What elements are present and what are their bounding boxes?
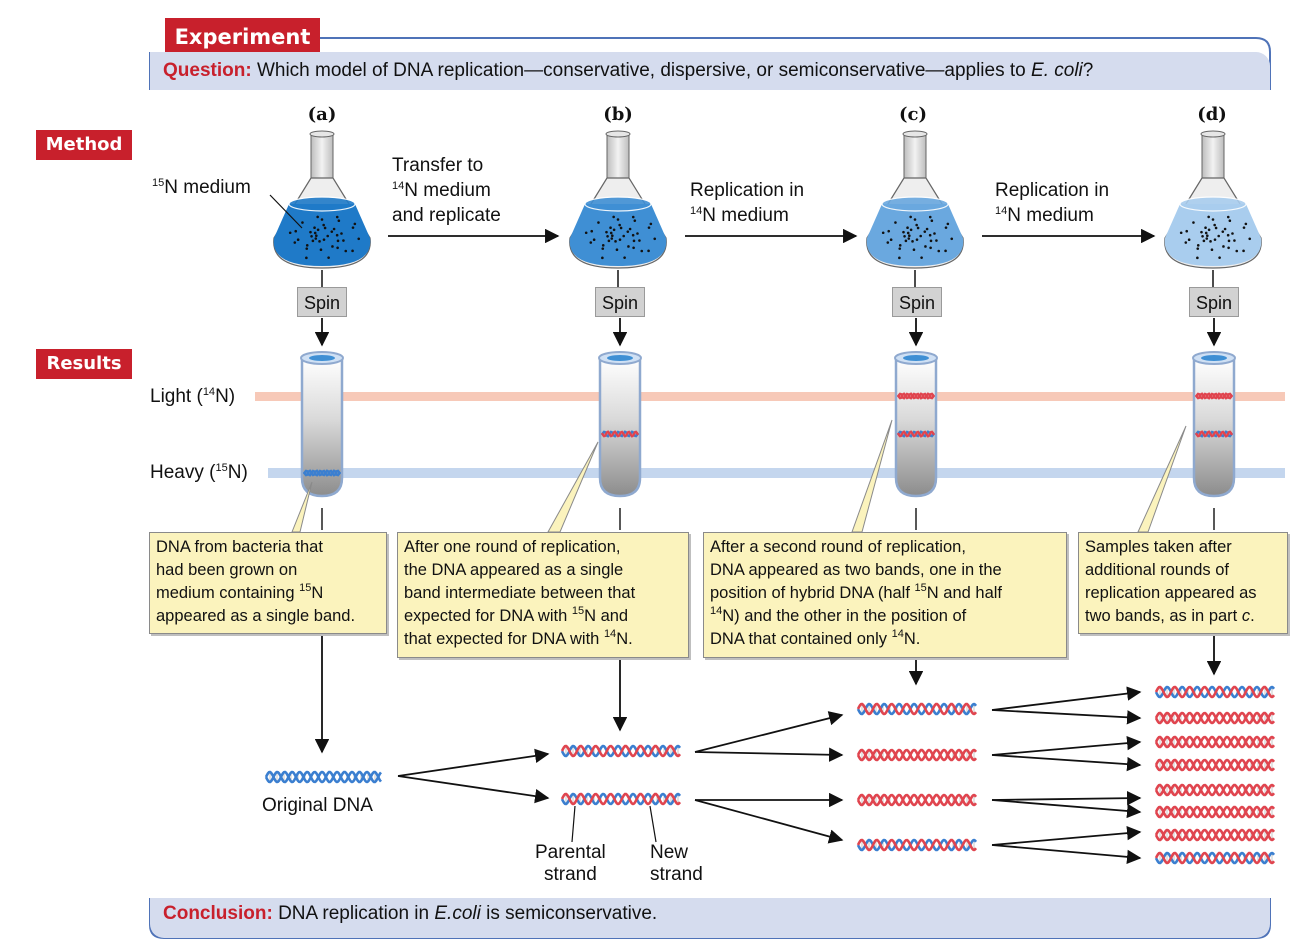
callout-c: After a second round of replication, DNA…	[703, 532, 1067, 658]
spin-box-b: Spin	[595, 287, 645, 317]
branch-b1-1	[694, 711, 844, 753]
panel-letter-a: (a)	[307, 104, 337, 125]
flask-a	[273, 130, 371, 287]
method-tag: Method	[36, 130, 132, 160]
branch-orig-2	[397, 775, 550, 804]
method-label: Method	[45, 134, 123, 155]
panel-letter-b: (b)	[603, 104, 633, 125]
transfer-label: Transfer to 14N medium and replicate	[392, 155, 501, 226]
gen2-helix-4	[856, 838, 978, 852]
callout-d: Samples taken after additional rounds of…	[1078, 532, 1288, 634]
branch-c1-1	[991, 754, 1142, 772]
replication-label-2: Replication in 14N medium	[995, 180, 1110, 226]
tube-d	[1192, 351, 1236, 498]
flask-c	[866, 130, 964, 287]
flask-b	[569, 130, 667, 287]
branch-c2-0	[991, 790, 1142, 806]
panel-letter-c: (c)	[899, 104, 927, 125]
dna-band-d-1	[1194, 430, 1234, 438]
question-band	[150, 52, 1270, 90]
branch-orig-1	[397, 748, 550, 777]
conclusion-label: Conclusion:	[163, 903, 273, 924]
conclusion-band	[150, 898, 1270, 938]
gen3-helix-3	[1154, 735, 1276, 749]
branch-c3-1	[991, 844, 1142, 865]
spin-box-d: Spin	[1189, 287, 1239, 317]
dna-band-b-0	[600, 430, 640, 438]
experiment-label: Experiment	[174, 25, 311, 49]
light-label: Light (14N)	[150, 386, 236, 407]
experiment-tag: Experiment	[165, 18, 320, 56]
spin-box-a: Spin	[297, 287, 347, 317]
replication-label-1: Replication in 14N medium	[690, 180, 805, 226]
conclusion: Conclusion: DNA replication in E.coli is…	[163, 903, 658, 924]
panel-letter-d: (d)	[1197, 104, 1227, 125]
dna-band-d-0	[1194, 392, 1234, 400]
gen1-helix-2	[560, 792, 682, 806]
gen2-helix-1	[856, 702, 978, 716]
spin-box-c: Spin	[892, 287, 942, 317]
conclusion-organism: E.coli	[434, 903, 481, 924]
question-text: Which model of DNA replication—conservat…	[256, 60, 1026, 81]
tube-c	[894, 351, 938, 498]
gen3-helix-5	[1154, 783, 1276, 797]
results-label: Results	[46, 353, 122, 374]
gen3-helix-2	[1154, 711, 1276, 725]
callout-d-pointer	[1137, 425, 1187, 533]
heavy-band	[268, 468, 1285, 478]
results-tag: Results	[36, 349, 132, 379]
new-pointer	[649, 805, 657, 843]
question: Question: Which model of DNA replication…	[163, 60, 1093, 82]
gen3-helix-4	[1154, 758, 1276, 772]
gen3-helix-1	[1154, 685, 1276, 699]
gen2-helix-3	[856, 793, 978, 807]
branch-c0-0	[991, 686, 1142, 711]
callout-a: DNA from bacteria that had been grown on…	[149, 532, 387, 634]
dna-band-c-0	[896, 392, 936, 400]
callout-a-pointer	[291, 481, 313, 533]
original-dna-label: Original DNA	[262, 795, 373, 816]
question-organism: E. coli	[1031, 60, 1083, 81]
branch-c3-0	[991, 825, 1142, 846]
medium-label: 15N medium	[152, 177, 251, 198]
branch-b1-2	[694, 747, 844, 762]
callout-b: After one round of replication, the DNA …	[397, 532, 689, 658]
tube-b	[598, 351, 642, 498]
callout-b-pointer	[547, 441, 599, 533]
dna-band-a-0	[302, 469, 342, 477]
gen1-helix-1	[560, 744, 682, 758]
tube-a	[300, 351, 344, 498]
light-band	[255, 392, 1285, 401]
gen3-helix-8	[1154, 851, 1276, 865]
new-strand-label: New strand	[650, 842, 703, 885]
gen3-helix-6	[1154, 805, 1276, 819]
branch-b2-2	[694, 799, 844, 844]
parental-pointer	[571, 805, 576, 843]
dna-band-c-1	[896, 430, 936, 438]
heavy-label: Heavy (15N)	[150, 462, 248, 483]
original-dna-helix	[264, 770, 382, 784]
gen3-helix-7	[1154, 828, 1276, 842]
flask-d	[1164, 130, 1262, 287]
branch-c2-1	[991, 799, 1142, 819]
gen2-helix-2	[856, 748, 978, 762]
branch-c1-0	[991, 735, 1142, 756]
question-label: Question:	[163, 60, 252, 81]
medium-pointer	[269, 194, 303, 229]
question-end: ?	[1082, 60, 1094, 81]
parental-strand-label: Parental strand	[535, 842, 606, 885]
branch-c0-1	[991, 709, 1142, 725]
